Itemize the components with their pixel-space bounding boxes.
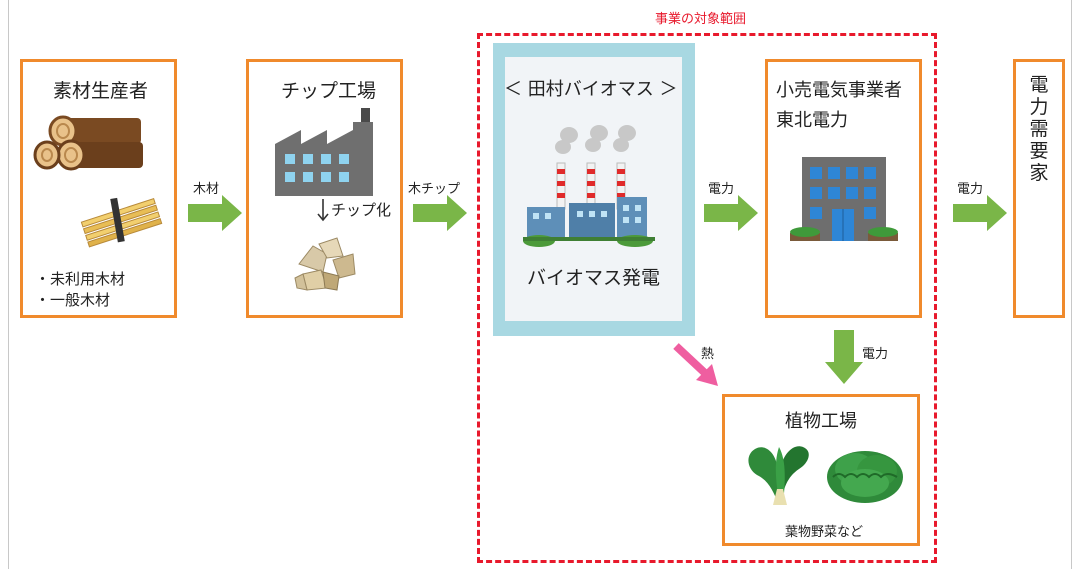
down-arrow-icon <box>317 199 329 222</box>
consumer-char: 電 <box>1029 74 1049 96</box>
lettuce-icon <box>827 451 903 503</box>
material-producer-box: 素材生産者 ・未利用木材 ・一般木材 <box>20 59 177 318</box>
power-to-consumer-arrow-icon <box>953 195 1007 231</box>
arrow-label-wood-chip: 木チップ <box>408 182 461 197</box>
arrow-label-wood: 木材 <box>193 182 220 197</box>
wood-chips-icon <box>294 237 356 291</box>
retailer-box: 小売電気事業者 東北電力 <box>765 59 922 318</box>
frame-left-border <box>8 0 9 569</box>
factory-icon <box>275 108 373 196</box>
material-producer-title: 素材生産者 <box>53 80 149 102</box>
consumer-char: 力 <box>1029 96 1049 118</box>
power-plant-icon <box>523 125 655 247</box>
biomass-plant-title: ＜ 田村バイオマス ＞ <box>504 79 678 100</box>
material-item-general-wood: ・一般木材 <box>35 291 111 309</box>
logs-icon <box>33 115 143 171</box>
biomass-plant-box: ＜ 田村バイオマス ＞ バイオマス発電 <box>504 57 682 321</box>
consumer-char: 家 <box>1029 162 1049 184</box>
wood-flow-arrow-icon <box>188 195 242 231</box>
power-consumer-label: 電 力 需 要 家 <box>1024 74 1054 184</box>
consumer-char: 需 <box>1029 118 1049 140</box>
plant-factory-caption: 葉物野菜など <box>785 525 864 540</box>
power-to-plant-factory-arrow-icon <box>825 330 863 384</box>
chip-process-label: チップ化 <box>331 201 392 219</box>
retailer-title-line2: 東北電力 <box>776 110 848 131</box>
arrow-label-power-consumer: 電力 <box>957 182 984 197</box>
consumer-char: 要 <box>1029 140 1049 162</box>
spinach-icon <box>748 446 809 505</box>
chip-factory-title: チップ工場 <box>281 80 377 102</box>
plant-factory-title: 植物工場 <box>785 411 857 432</box>
business-scope-boundary <box>477 33 937 563</box>
power-consumer-box <box>1013 59 1065 318</box>
material-item-unused-wood: ・未利用木材 <box>35 270 126 288</box>
arrow-label-power-retailer: 電力 <box>708 182 735 197</box>
power-to-retailer-arrow-icon <box>704 195 758 231</box>
wood-chip-flow-arrow-icon <box>413 195 467 231</box>
heat-arrow-icon <box>673 343 718 386</box>
arrow-label-power-plant-factory: 電力 <box>862 347 889 362</box>
office-building-icon <box>790 157 898 241</box>
bundled-wood-icon <box>80 197 163 248</box>
biomass-plant-subtitle: バイオマス発電 <box>527 267 661 289</box>
business-scope-label: 事業の対象範囲 <box>655 12 747 27</box>
retailer-title-line1: 小売電気事業者 <box>776 80 902 101</box>
arrow-label-heat: 熱 <box>701 347 715 362</box>
plant-factory-box: 植物工場 葉物野菜など <box>722 394 920 546</box>
chip-factory-box: チップ工場 チップ化 <box>246 59 403 318</box>
frame-right-border <box>1071 0 1072 569</box>
